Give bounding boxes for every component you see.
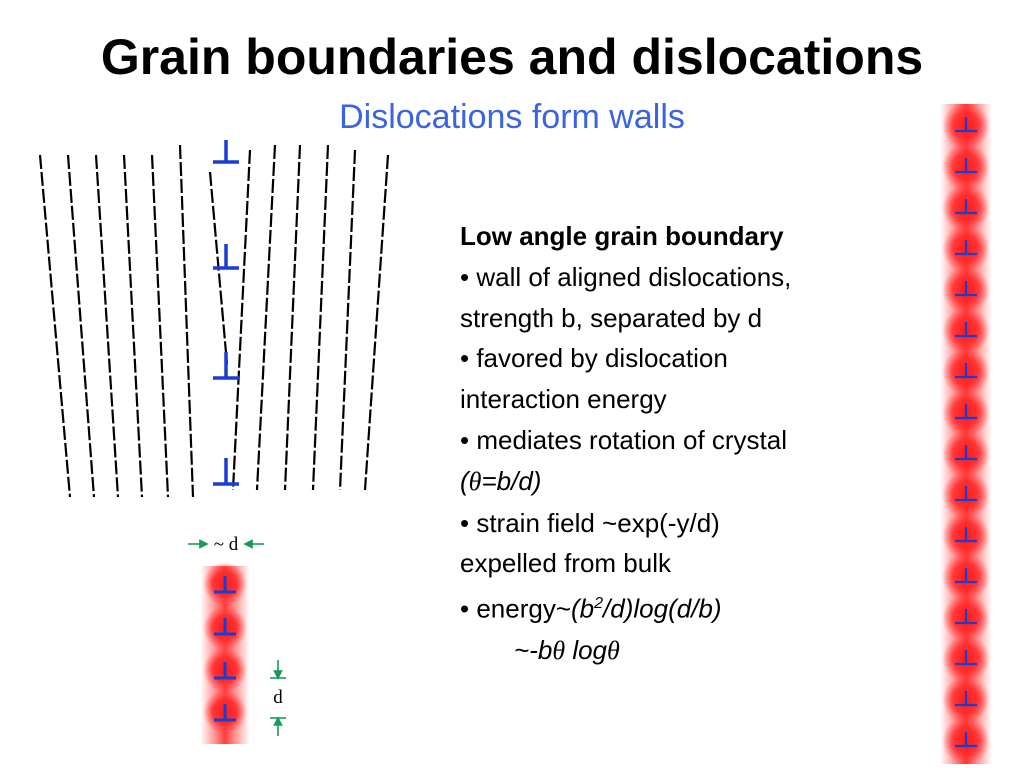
text-heading: Low angle grain boundary	[460, 221, 784, 251]
dislocation-symbol	[955, 322, 977, 338]
dislocation-symbol	[955, 609, 977, 625]
bullet-5-line-2: ~-bθ logθ	[514, 634, 620, 665]
theta-symbol: θ	[468, 466, 482, 496]
dislocation-symbol	[955, 363, 977, 379]
d-spacing-label: d	[273, 687, 283, 708]
slide-title: Grain boundaries and dislocations	[100, 29, 924, 85]
dislocation-symbol	[955, 691, 977, 707]
width-dimension-arrows	[188, 539, 264, 549]
slide-subtitle: Dislocations form walls	[339, 98, 685, 136]
dislocation-symbol	[213, 352, 239, 380]
small-dislocation-symbols	[214, 576, 236, 722]
dislocation-symbol	[955, 281, 977, 297]
dislocation-symbol	[955, 199, 977, 215]
tall-dislocation-symbols	[955, 117, 977, 748]
dislocation-symbol	[955, 240, 977, 256]
dislocation-symbol	[955, 486, 977, 502]
dislocation-symbol	[955, 650, 977, 666]
dislocation-symbol	[955, 527, 977, 543]
dislocation-symbol	[955, 445, 977, 461]
dislocation-symbol	[955, 568, 977, 584]
bullet-2-line-1: • favored by dislocation	[460, 343, 728, 374]
description-text: Low angle grain boundary • wall of align…	[460, 216, 890, 671]
tall-strain-wall	[940, 104, 992, 764]
d-width-label: ~ d	[214, 534, 239, 555]
bullet-4-line-2: expelled from bulk	[460, 548, 671, 579]
bullet-1-line-1: • wall of aligned dislocations,	[460, 261, 792, 292]
lattice-diagram	[38, 140, 390, 498]
dislocation-symbol	[955, 732, 977, 748]
strain-wall-diagram: ~ d d	[188, 534, 286, 744]
dislocation-symbol	[955, 158, 977, 174]
wall-dislocation-symbols	[213, 140, 239, 486]
bullet-3-line-2: (θ=b/d)	[460, 465, 542, 496]
spacing-dimension-arrows	[270, 660, 286, 736]
bullet-1-line-2: strength b, separated by d	[460, 302, 763, 333]
theta-symbol: θ	[607, 635, 620, 665]
bullet-4-line-1: • strain field ~exp(-y/d)	[460, 507, 720, 538]
dislocation-symbol	[955, 117, 977, 133]
bullet-5-line-1: • energy~(b2/d)log(d/b)	[460, 593, 722, 624]
dislocation-symbol	[213, 140, 239, 164]
theta-symbol: θ	[552, 635, 566, 665]
dislocation-symbol	[213, 458, 239, 486]
dislocation-symbol	[213, 244, 239, 270]
lattice-planes	[38, 144, 390, 498]
dislocation-symbol	[955, 404, 977, 420]
bullet-2-line-2: interaction energy	[460, 384, 667, 415]
bullet-3-line-1: • mediates rotation of crystal	[460, 424, 788, 455]
